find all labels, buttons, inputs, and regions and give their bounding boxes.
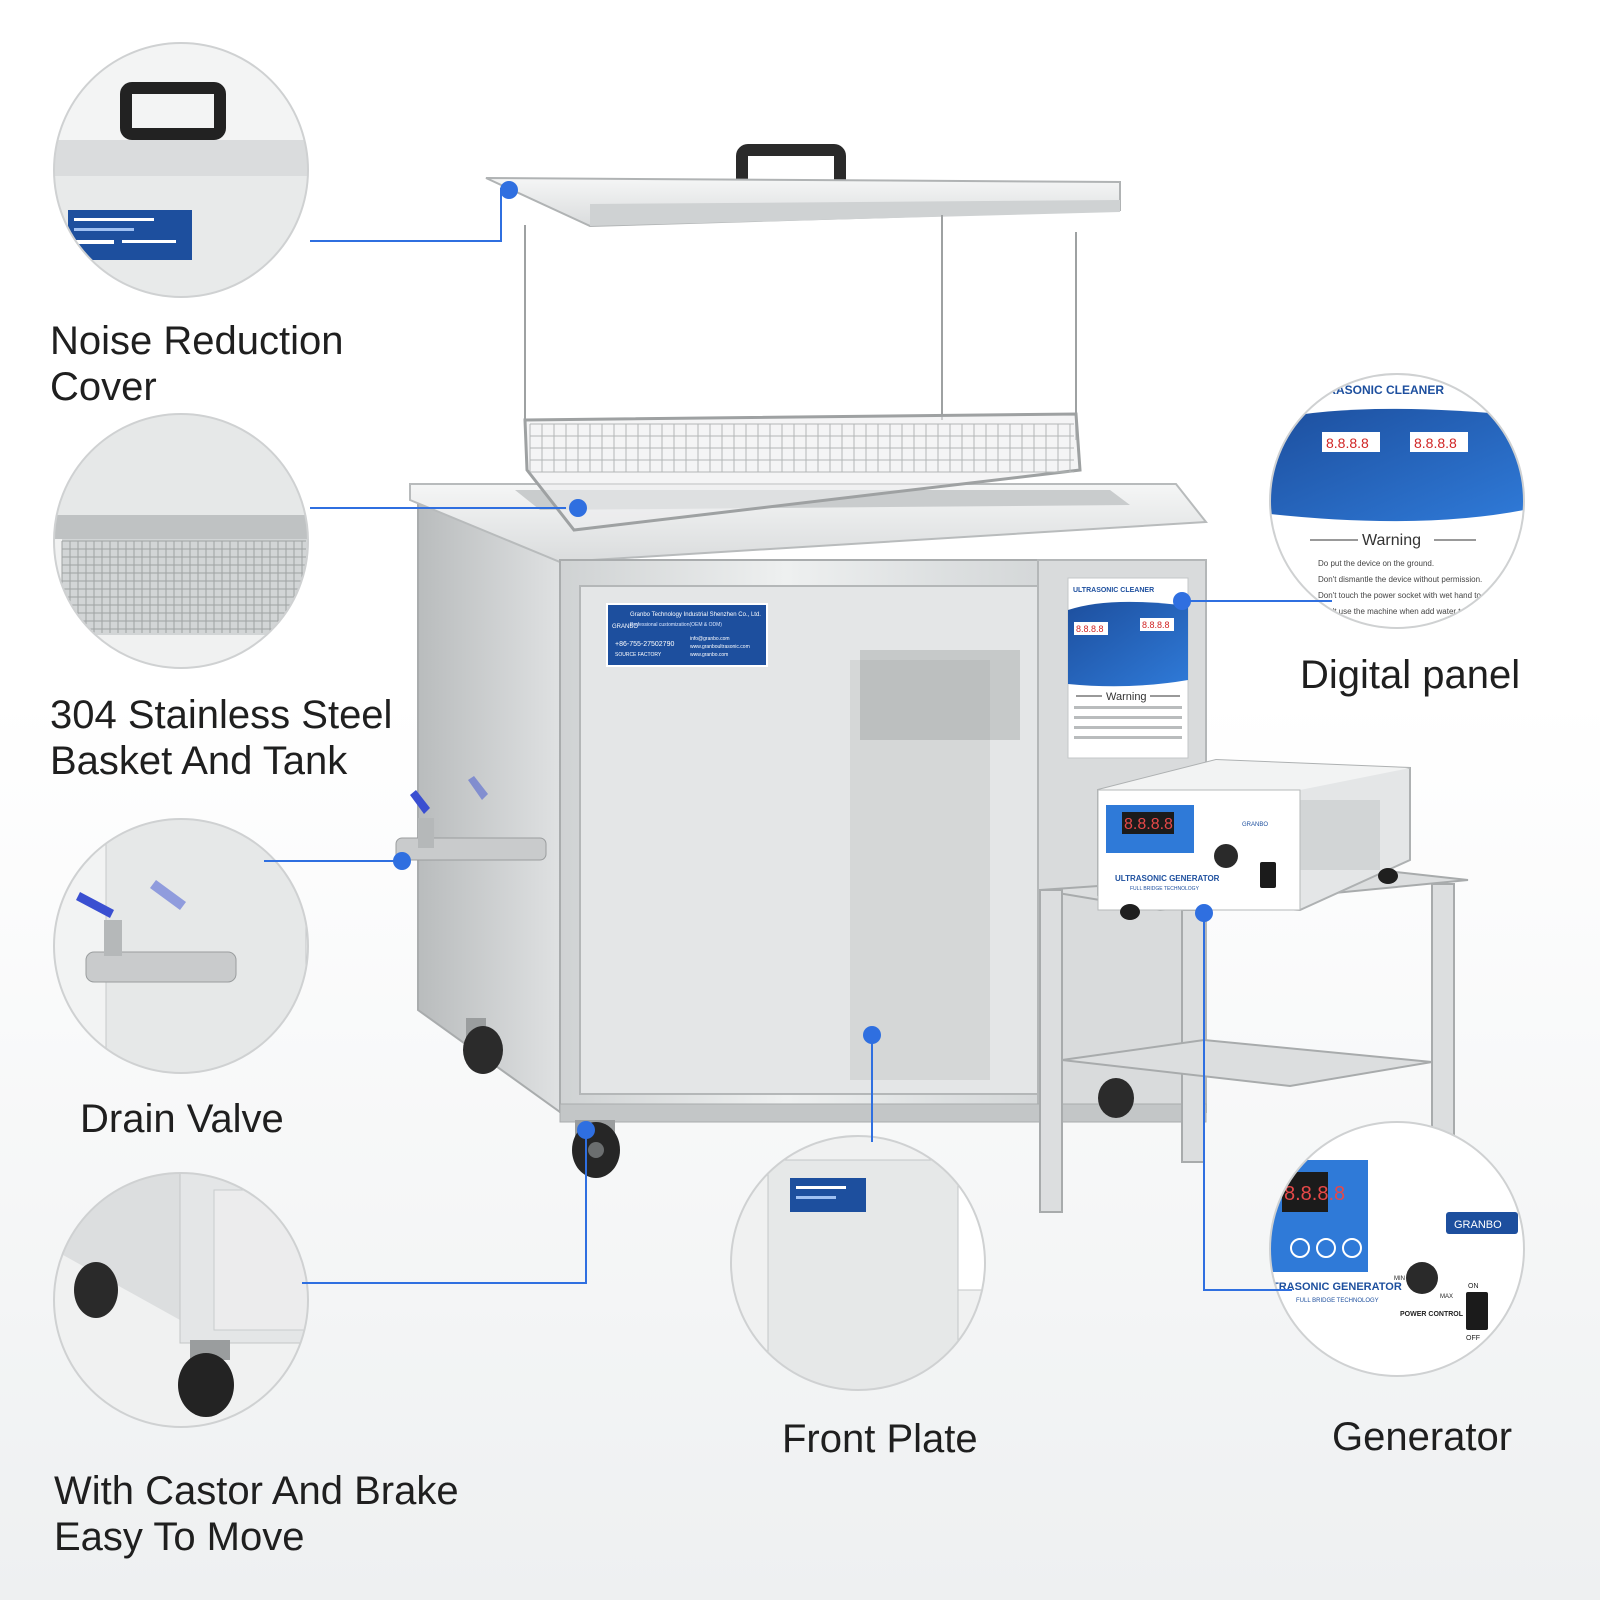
label-generator: Generator	[1332, 1415, 1513, 1459]
nameplate-site1: www.granboultrasonic.com	[690, 644, 750, 650]
cover-detail-circle	[53, 42, 309, 298]
panel-warning-2: Don't dismantle the device without permi…	[1318, 575, 1482, 584]
front-plate-detail-circle	[730, 1135, 986, 1391]
generator-knob-label: POWER CONTROL	[1400, 1311, 1464, 1318]
label-front-plate: Front Plate	[782, 1417, 978, 1461]
generator-zoom-display: 8.8.8.8	[1284, 1183, 1345, 1205]
generator-display: 8.8.8.8	[1124, 816, 1173, 833]
nameplate-site2: www.granbo.com	[690, 652, 728, 658]
ultrasonic-generator: 8.8.8.8 ULTRASONIC GENERATOR FULL BRIDGE…	[1097, 758, 1411, 920]
generator-switch-off: OFF	[1466, 1335, 1480, 1342]
generator-switch-on: ON	[1468, 1283, 1479, 1290]
panel-display-left: 8.8.8.8	[1076, 624, 1104, 634]
panel-display-right: 8.8.8.8	[1142, 620, 1170, 630]
generator-knob-max: MAX	[1440, 1294, 1453, 1300]
basket-detail-circle	[53, 413, 309, 669]
label-drain-valve: Drain Valve	[80, 1097, 284, 1141]
panel-zoom-title: TRASONIC CLEANER	[1320, 383, 1444, 397]
nameplate-factory: SOURCE FACTORY	[615, 652, 662, 658]
generator-detail-circle: 8.8.8.8 TRASONIC GENERATOR FULL BRIDGE T…	[1269, 1121, 1525, 1377]
generator-subtitle: FULL BRIDGE TECHNOLOGY	[1130, 886, 1200, 892]
nameplate-email: info@granbo.com	[690, 636, 730, 642]
label-digital-panel: Digital panel	[1300, 653, 1521, 697]
generator-brand: GRANBO	[1242, 822, 1268, 828]
tank-digital-panel: ULTRASONIC CLEANER 8.8.8.8 8.8.8.8 Warni…	[1067, 577, 1189, 759]
wire-basket	[523, 215, 1082, 532]
tank-nameplate: GRANBO Granbo Technology Industrial Shen…	[606, 603, 768, 667]
panel-zoom-warning-title: Warning	[1362, 532, 1421, 549]
generator-zoom-subtitle: FULL BRIDGE TECHNOLOGY	[1296, 1298, 1379, 1304]
valve-detail-circle	[53, 818, 309, 1074]
generator-title: ULTRASONIC GENERATOR	[1115, 874, 1220, 883]
callout-connectors	[264, 188, 1332, 1291]
noise-reduction-lid	[485, 144, 1121, 228]
generator-zoom-brand: GRANBO	[1454, 1219, 1502, 1231]
nameplate-brand: GRANBO	[612, 624, 638, 630]
panel-zoom-display-right: 8.8.8.8	[1414, 435, 1457, 451]
generator-zoom-title: TRASONIC GENERATOR	[1272, 1281, 1402, 1293]
panel-warning-4: Don't use the machine when add water to …	[1318, 607, 1498, 616]
panel-warning-3: Don't touch the power socket with wet ha…	[1318, 591, 1555, 600]
panel-warning-title: Warning	[1106, 691, 1147, 703]
castor-detail-circle	[53, 1172, 309, 1428]
drain-valve	[395, 776, 547, 861]
generator-knob-min: MIN	[1394, 1276, 1405, 1282]
nameplate-phone: +86-755-27502790	[615, 641, 674, 648]
callout-dots	[393, 181, 1213, 1139]
nameplate-tagline: Professional customization(OEM & ODM)	[630, 622, 722, 628]
nameplate-company: Granbo Technology Industrial Shenzhen Co…	[630, 612, 761, 618]
panel-title: ULTRASONIC CLEANER	[1073, 587, 1154, 594]
panel-zoom-display-left: 8.8.8.8	[1326, 435, 1369, 451]
panel-detail-circle: TRASONIC CLEANER 8.8.8.8 8.8.8.8 Warning…	[1269, 373, 1555, 629]
panel-warning-1: Do put the device on the ground.	[1318, 559, 1434, 568]
